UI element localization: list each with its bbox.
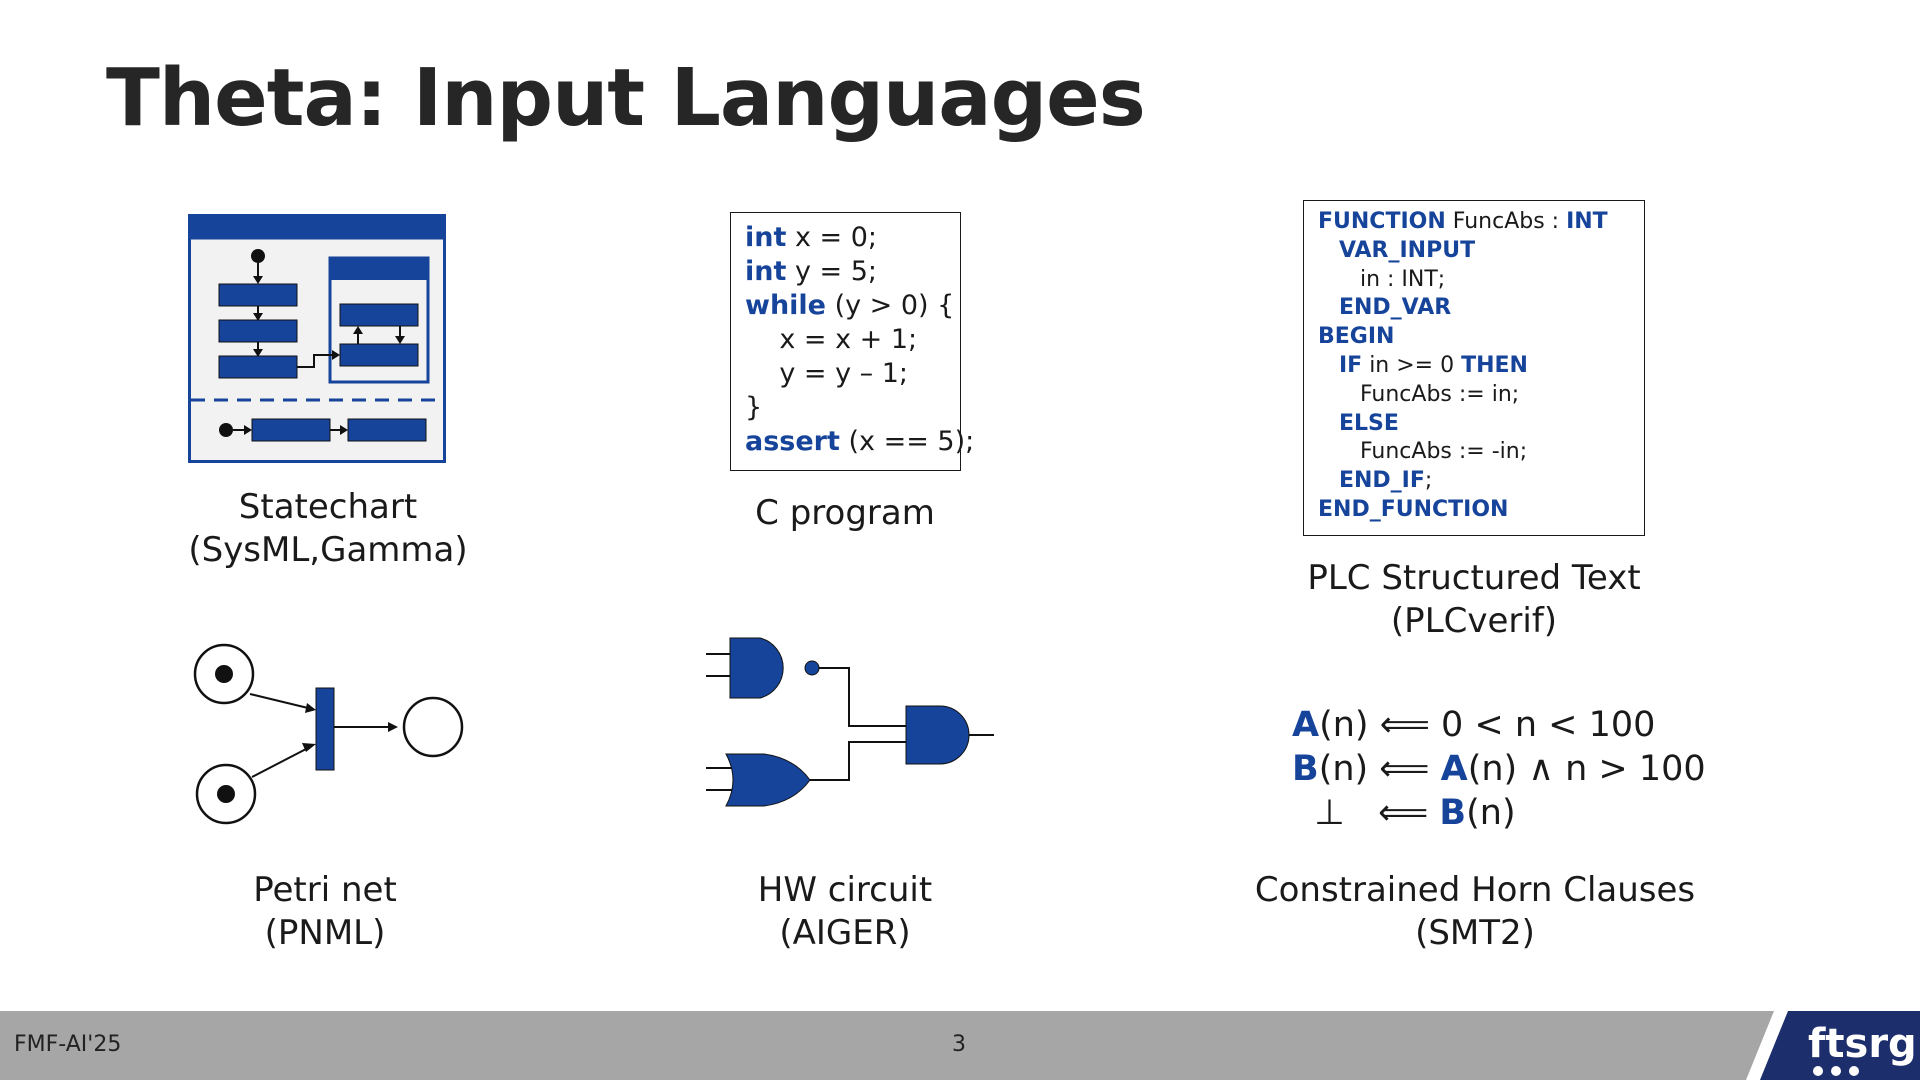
c-program-caption: C program — [755, 493, 935, 533]
predicate-symbol: A — [1292, 705, 1320, 745]
code-line: assert (x == 5); — [745, 425, 974, 459]
code-keyword: VAR_INPUT — [1338, 237, 1476, 263]
ftsrg-logo: ftsrg — [1746, 1011, 1920, 1080]
code-indent — [1318, 238, 1339, 263]
code-text: (x == 5); — [839, 426, 975, 457]
plc-label: PLC Structured Text — [1307, 558, 1641, 598]
code-line: int y = 5; — [745, 255, 960, 289]
footer-bar — [0, 1011, 1920, 1080]
svg-text:ftsrg: ftsrg — [1808, 1021, 1917, 1067]
code-indent — [1318, 295, 1339, 320]
c-program-codebox: int x = 0;int y = 5;while (y > 0) { x = … — [730, 212, 974, 471]
code-keyword: while — [745, 290, 826, 321]
petri-net-caption: Petri net (PNML) — [160, 869, 490, 955]
code-keyword: END_VAR — [1338, 295, 1452, 321]
code-keyword: int — [745, 222, 787, 253]
plc-sublabel: (PLCverif) — [1390, 601, 1558, 641]
plc-caption: PLC Structured Text (PLCverif) — [1264, 557, 1684, 643]
c-program-code: int x = 0;int y = 5;while (y > 0) { x = … — [731, 213, 974, 459]
petri-net-sublabel: (PNML) — [264, 913, 386, 953]
code-line: in : INT; — [1318, 266, 1644, 295]
code-text: in >= 0 — [1362, 352, 1462, 378]
code-line: FUNCTION FuncAbs : INT — [1318, 208, 1644, 237]
code-keyword: THEN — [1461, 352, 1528, 378]
code-keyword: int — [745, 256, 787, 287]
chc-caption: Constrained Horn Clauses (SMT2) — [1230, 869, 1720, 955]
chc-label: Constrained Horn Clauses — [1254, 870, 1696, 910]
code-text: y = y – 1; — [745, 358, 909, 389]
code-keyword: FUNCTION — [1318, 209, 1446, 234]
petri-net-diagram — [193, 643, 464, 825]
code-line: FuncAbs := -in; — [1318, 438, 1644, 467]
code-keyword: INT — [1566, 209, 1608, 234]
code-line: FuncAbs := in; — [1318, 381, 1644, 410]
code-keyword: END_IF — [1338, 468, 1425, 494]
code-text: } — [745, 392, 763, 423]
code-line: VAR_INPUT — [1318, 237, 1644, 266]
code-line: x = x + 1; — [745, 323, 960, 357]
statechart-diagram — [188, 214, 446, 463]
code-text: (y > 0) { — [826, 290, 955, 321]
code-line: BEGIN — [1318, 323, 1644, 352]
clause-text: (n) ⟸ 0 < n < 100 — [1319, 705, 1656, 745]
statechart-sublabel: (SysML,Gamma) — [188, 530, 468, 570]
slide-title: Theta: Input Languages — [106, 52, 1146, 144]
statechart-caption: Statechart (SysML,Gamma) — [148, 486, 508, 572]
code-line: END_FUNCTION — [1318, 496, 1644, 525]
code-text: in : INT; — [1359, 266, 1446, 292]
code-text: x = x + 1; — [745, 324, 918, 355]
hw-circuit-label: HW circuit — [757, 870, 933, 910]
code-indent — [1318, 353, 1339, 378]
code-text: x = 0; — [786, 222, 878, 253]
horn-clause-line: ⊥ ⟸ B(n) — [1292, 791, 1706, 835]
code-keyword: BEGIN — [1318, 324, 1395, 350]
code-line: END_VAR — [1318, 294, 1644, 323]
page-number: 3 — [952, 1032, 966, 1057]
petri-net-label: Petri net — [253, 870, 397, 910]
code-indent — [1318, 411, 1339, 436]
code-keyword: assert — [745, 426, 840, 457]
footer-conference: FMF-AI'25 — [14, 1032, 122, 1057]
code-line: y = y – 1; — [745, 357, 960, 391]
code-text: FuncAbs : — [1445, 209, 1567, 234]
clause-text: (n) ⟸ — [1318, 749, 1441, 789]
code-indent — [1318, 439, 1360, 464]
code-line: ELSE — [1318, 410, 1644, 439]
code-text: FuncAbs := -in; — [1359, 439, 1528, 465]
clause-text: ⊥ ⟸ — [1292, 793, 1440, 833]
code-line: IF in >= 0 THEN — [1318, 352, 1644, 381]
chc-sublabel: (SMT2) — [1415, 913, 1535, 953]
code-indent — [1318, 468, 1339, 493]
hw-circuit-diagram — [706, 637, 994, 807]
predicate-symbol: B — [1292, 749, 1319, 789]
horn-clause-line: B(n) ⟸ A(n) ∧ n > 100 — [1292, 747, 1706, 791]
predicate-symbol: B — [1439, 793, 1467, 833]
plc-code: FUNCTION FuncAbs : INT VAR_INPUT in : IN… — [1304, 201, 1644, 525]
statechart-label: Statechart — [238, 487, 418, 527]
hw-circuit-sublabel: (AIGER) — [779, 913, 911, 953]
code-indent — [1318, 267, 1360, 292]
hw-circuit-caption: HW circuit (AIGER) — [690, 869, 1000, 955]
code-line: } — [745, 391, 960, 425]
clause-text: (n) — [1466, 793, 1516, 833]
code-keyword: IF — [1338, 352, 1363, 378]
code-line: int x = 0; — [745, 221, 960, 255]
plc-codebox: FUNCTION FuncAbs : INT VAR_INPUT in : IN… — [1303, 200, 1645, 536]
code-text: ; — [1424, 468, 1433, 494]
code-keyword: ELSE — [1338, 410, 1399, 436]
clause-text: (n) ∧ n > 100 — [1467, 749, 1706, 789]
code-keyword: END_FUNCTION — [1318, 496, 1509, 522]
code-text: y = 5; — [786, 256, 878, 287]
code-text: FuncAbs := in; — [1359, 381, 1520, 407]
predicate-symbol: A — [1440, 749, 1468, 789]
code-line: while (y > 0) { — [745, 289, 960, 323]
code-line: END_IF; — [1318, 467, 1644, 496]
horn-clause-line: A(n) ⟸ 0 < n < 100 — [1292, 703, 1706, 747]
code-indent — [1318, 382, 1360, 407]
